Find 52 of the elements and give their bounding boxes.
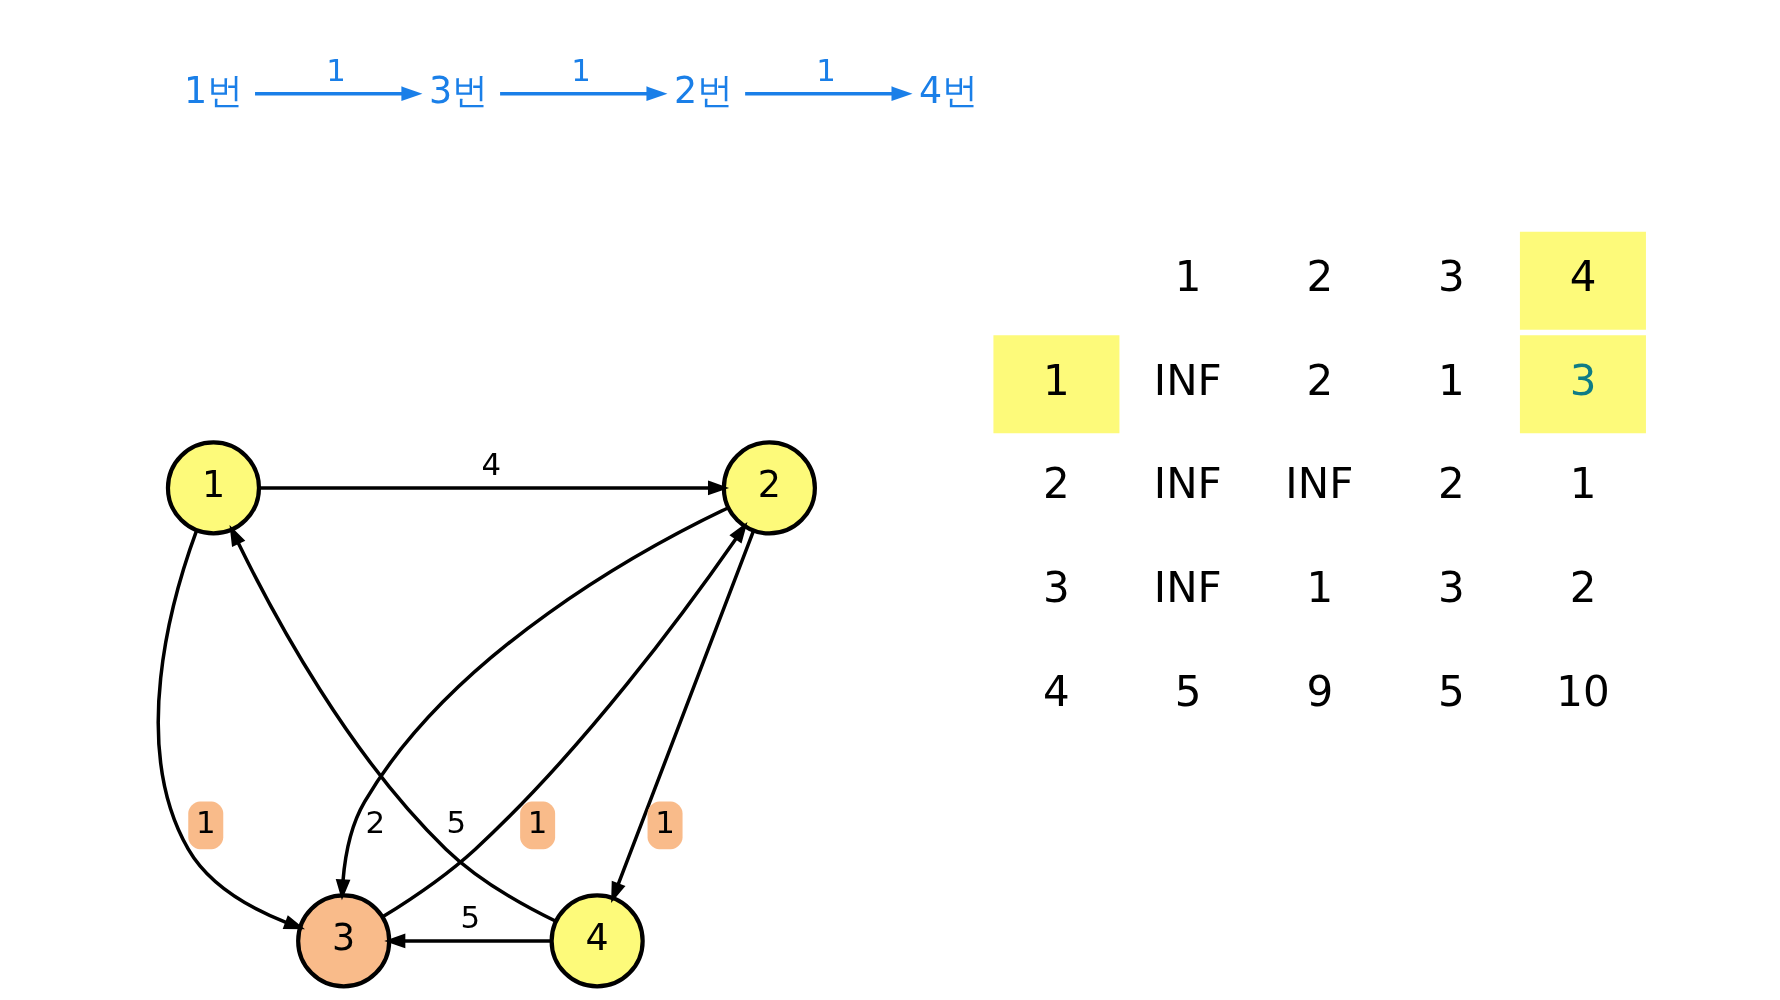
label: 3 xyxy=(1437,251,1465,301)
edge-label: 1 xyxy=(527,803,547,840)
edge-label: 1 xyxy=(815,51,836,88)
label: 1 xyxy=(1437,355,1465,405)
edge-label: 1 xyxy=(654,803,675,840)
label: 4 xyxy=(1042,666,1070,716)
arrow xyxy=(258,480,729,495)
edge-label: 1 xyxy=(195,803,216,840)
label: 4 xyxy=(1569,251,1596,301)
node-circle: 1 xyxy=(165,439,261,535)
label: 10 xyxy=(1555,666,1610,716)
edge-label: 4 xyxy=(481,445,501,482)
label: 1 xyxy=(1174,251,1201,301)
label: 2 xyxy=(1042,458,1070,508)
edge-label: 1 xyxy=(570,51,591,88)
label: 1 xyxy=(1042,355,1070,405)
label: INF xyxy=(1153,562,1222,612)
label: 5 xyxy=(1174,666,1201,716)
node-text: 1번 xyxy=(183,68,243,112)
label: 2 xyxy=(1305,355,1333,405)
arrow xyxy=(381,521,747,918)
node-text: 2번 xyxy=(673,68,733,112)
label: INF xyxy=(1153,355,1222,405)
label: 2 xyxy=(1569,562,1596,612)
label: 1 xyxy=(1305,562,1333,612)
edge-label: 2 xyxy=(364,803,385,840)
label: 9 xyxy=(1305,666,1333,716)
arrow xyxy=(499,85,667,101)
node-circle: 3 xyxy=(295,892,391,988)
node-circle: 2 xyxy=(721,439,817,535)
label: 2 xyxy=(1437,458,1465,508)
arrow xyxy=(335,505,729,900)
node-text: 4번 xyxy=(918,68,978,112)
arrow xyxy=(254,85,422,101)
edge-label: 5 xyxy=(460,898,480,935)
edge-label: 1 xyxy=(325,51,346,88)
edge-label: 5 xyxy=(446,803,466,840)
node-circle: 4 xyxy=(549,892,645,988)
arrow xyxy=(156,529,305,929)
arrow xyxy=(229,524,557,923)
label: INF xyxy=(1284,458,1353,508)
node-text: 3번 xyxy=(428,68,488,112)
label: 3 xyxy=(1569,355,1596,405)
label: 1 xyxy=(1569,458,1596,508)
arrow xyxy=(744,85,913,101)
label: 2 xyxy=(1305,251,1333,301)
label: INF xyxy=(1153,458,1222,508)
label: 5 xyxy=(1437,666,1465,716)
label: 3 xyxy=(1437,562,1465,612)
arrow xyxy=(610,529,755,903)
label: 3 xyxy=(1042,562,1070,612)
arrow xyxy=(383,933,552,948)
